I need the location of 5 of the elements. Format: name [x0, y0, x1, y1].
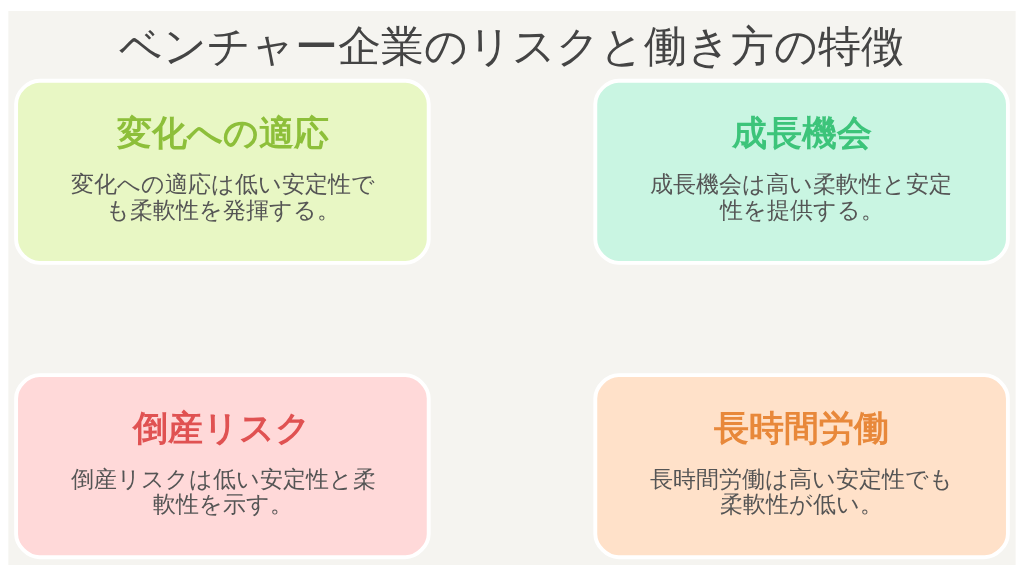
- node-box: 成長機会 成長機会は高い柔軟性と安定性を提供する。: [593, 78, 1010, 265]
- node-box: 倒産リスク 倒産リスクは低い安定性と柔軟性を示す。: [14, 373, 431, 560]
- diagram-title: ベンチャー企業のリスクと働き方の特徴: [119, 20, 905, 71]
- node-box: 変化への適応 変化への適応は低い安定性でも柔軟性を発揮する。: [14, 78, 431, 265]
- node-box: 長時間労働 長時間労働は高い安定性でも柔軟性が低い。: [593, 373, 1010, 560]
